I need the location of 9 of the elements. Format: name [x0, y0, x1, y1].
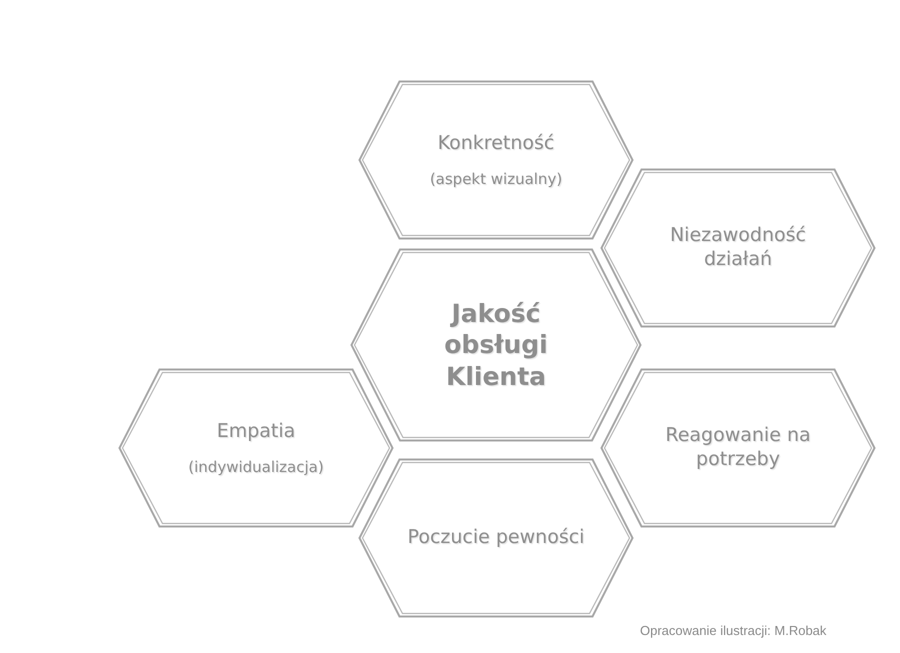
central-title: Jakość obsługi Klienta — [443, 298, 549, 392]
hexagon-label: Poczucie pewności — [408, 526, 584, 550]
credit-note: Opracowanie ilustracji: M.Robak — [640, 623, 826, 638]
hexagon-subtitle: (aspekt wizualny) — [430, 170, 562, 188]
hexagon-label: Reagowanie na potrzeby — [664, 424, 812, 472]
hexagon-label: Empatia — [216, 420, 296, 444]
hexagon-subtitle: (indywidualizacja) — [188, 458, 324, 476]
hexagon-label: Niezawodność działań — [668, 224, 808, 272]
hexagon-label: Konkretność — [438, 132, 554, 156]
